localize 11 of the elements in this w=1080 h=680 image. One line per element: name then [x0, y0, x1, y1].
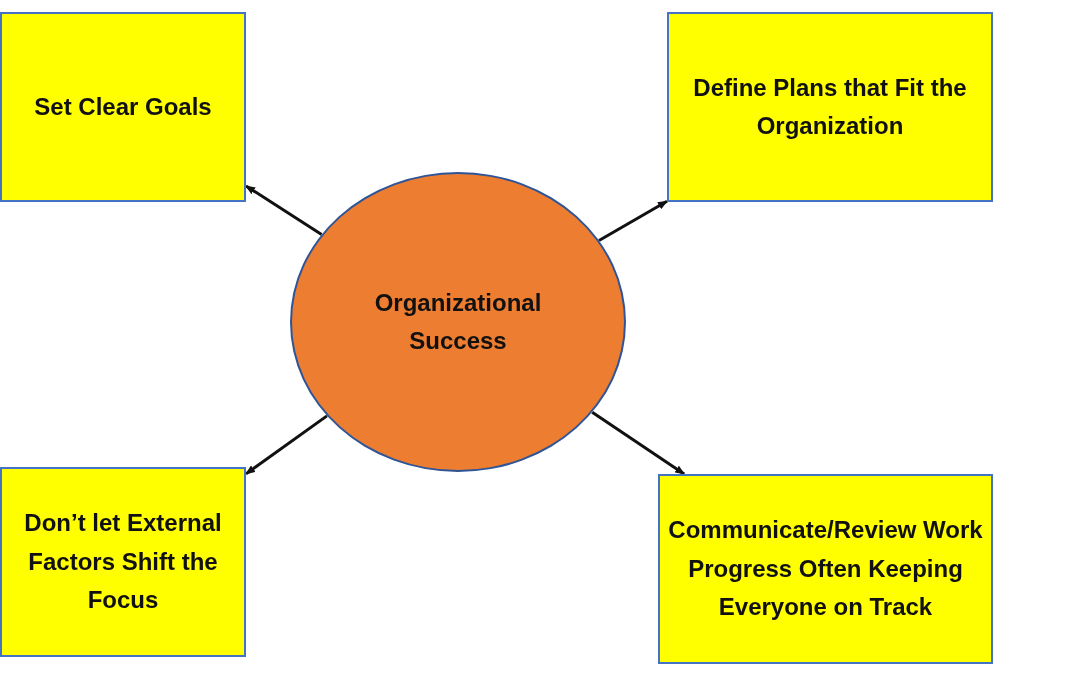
arrow	[591, 410, 685, 476]
node-text: Organizational Success	[373, 287, 543, 356]
node-text: Communicate/Review Work Progress Often Keeping Everyone on Track	[667, 515, 984, 623]
goal-box	[658, 474, 993, 664]
node-text: Don’t let External Factors Shift the Focus	[23, 508, 223, 616]
node-text: Set Clear Goals	[33, 91, 213, 122]
node-text: Define Plans that Fit the Organization	[692, 72, 968, 141]
goal-box	[667, 12, 993, 202]
arrow	[245, 414, 328, 476]
goal-box	[0, 12, 246, 202]
goal-box	[0, 467, 246, 657]
